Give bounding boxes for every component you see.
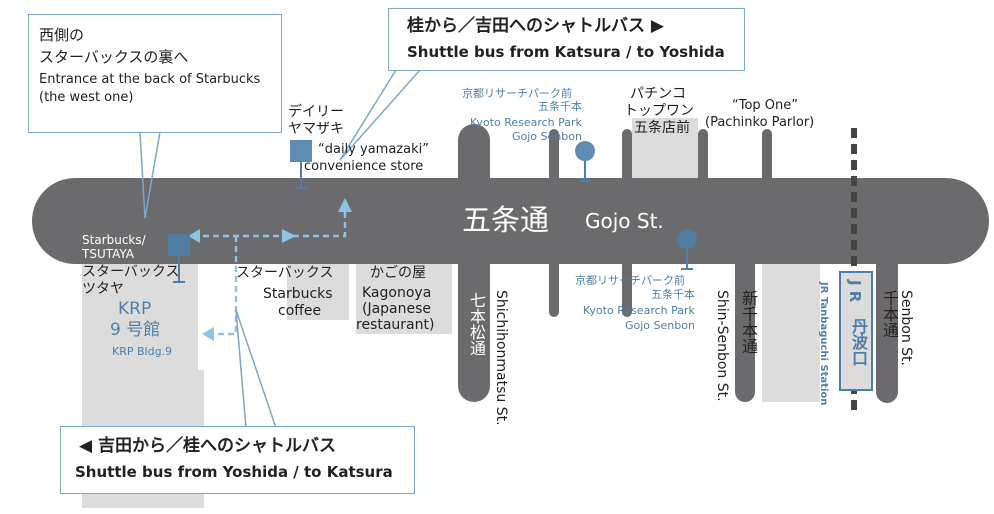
west-entrance-jp-2: スターバックスの裏へ (39, 48, 189, 66)
krp9-line2: 9 号館 (110, 320, 161, 340)
yamazaki-marker (290, 140, 312, 189)
bus-stop-south-1: 京都リサーチパーク前 (575, 274, 685, 287)
bus-stop-south-3: Kyoto Research Park (583, 304, 695, 317)
bus-stop-north-1: 京都リサーチパーク前 (462, 87, 572, 100)
west-entrance-en-2: (the west one) (39, 90, 134, 105)
kagonoya-jp: かごの屋 (370, 265, 426, 281)
shuttle-from-katsura-en: Shuttle bus from Katsura / to Yoshida (407, 43, 725, 61)
senbon-en: Senbon St. (898, 290, 914, 366)
gojo-street (32, 178, 989, 264)
gojo-street-jp-label: 五条通 (462, 203, 550, 237)
yamazaki-jp-1: デイリー (288, 104, 344, 120)
jr-line (839, 128, 873, 412)
starbucks-west-marker (168, 234, 190, 283)
starbucks-west-en-1: Starbucks/ (82, 233, 146, 247)
krp9-line1: KRP (118, 299, 152, 319)
pachinko-en-1: “Top One” (732, 98, 799, 113)
map-markers (168, 140, 697, 283)
kagonoya-en-3: restaurant) (356, 317, 435, 333)
yamazaki-en-1: “daily yamazaki” (318, 142, 429, 157)
building-block (762, 262, 820, 402)
west-entrance-jp-1: 西側の (39, 26, 85, 44)
pachinko-en-2: (Pachinko Parlor) (705, 115, 815, 130)
kagonoya-en-2: (Japanese (362, 301, 432, 317)
callout-west-entrance: 西側の スターバックスの裏へ Entrance at the back of S… (28, 14, 282, 133)
building-block (356, 262, 452, 334)
shichihonmatsu-en: Shichihonmatsu St. (493, 290, 509, 426)
starbucks-west-en-2: TSUTAYA (82, 247, 135, 261)
bus-stop-south-marker (677, 229, 697, 270)
bus-stop-north-2: 五条千本 (538, 100, 582, 113)
arrow-right (282, 229, 296, 243)
bus-stop-north-4: Gojo Senbon (512, 130, 582, 143)
route-arrows (188, 198, 352, 341)
krp9-en: KRP Bldg.9 (112, 345, 173, 358)
kagonoya-en-1: Kagonoya (362, 285, 432, 301)
shin-senbon-en: Shin-Senbon St. (714, 290, 730, 402)
pachinko-jp-1: パチンコ (630, 86, 686, 102)
gojo-street-en-label: Gojo St. (585, 209, 664, 233)
building-block (287, 262, 349, 320)
shin-senbon-jp: 新千本通 (739, 290, 758, 354)
jr-station-jp-1: J R (846, 280, 864, 303)
shuttle-from-yoshida-jp: ◀ 吉田から／桂へのシャトルバス (79, 436, 336, 456)
starbucks-east-jp: スターバックス (236, 265, 334, 281)
starbucks-west-jp-2: ツタヤ (82, 281, 124, 297)
arrow-left (202, 327, 214, 341)
jr-station-jp-2: 丹波口 (849, 318, 868, 366)
bus-stop-south-4: Gojo Senbon (625, 319, 695, 332)
station-box (839, 271, 873, 391)
arrow-up (338, 198, 352, 212)
west-entrance-en-1: Entrance at the back of Starbucks (39, 72, 261, 87)
arrow-left (188, 229, 200, 243)
yamazaki-jp-2: ヤマザキ (288, 121, 344, 137)
pachinko-jp-3: 五条店前 (634, 120, 690, 136)
shuttle-from-katsura-jp: 桂から／吉田へのシャトルバス ▶ (407, 16, 664, 36)
shuttle-from-yoshida-en: Shuttle bus from Yoshida / to Katsura (75, 463, 393, 481)
jr-station-en: JR Tanbaguchi Station (818, 282, 829, 406)
callout-shuttle-from-yoshida: ◀ 吉田から／桂へのシャトルバス Shuttle bus from Yoshid… (60, 426, 415, 494)
bus-stop-north-3: Kyoto Research Park (470, 116, 582, 129)
shuttle-route (200, 212, 347, 336)
senbon-jp: 千本通 (880, 290, 899, 338)
building-block (632, 118, 698, 182)
shichihonmatsu-jp: 七本松通 (467, 292, 486, 356)
starbucks-east-en-1: Starbucks (263, 286, 333, 302)
bus-stop-south-2: 五条千本 (651, 288, 695, 301)
yamazaki-en-2: convenience store (304, 159, 424, 174)
callout-shuttle-from-katsura: 桂から／吉田へのシャトルバス ▶ Shuttle bus from Katsur… (388, 8, 745, 71)
starbucks-west-jp-1: スターバックス (82, 264, 180, 280)
starbucks-east-en-2: coffee (278, 303, 322, 319)
pachinko-jp-2: トップワン (624, 103, 694, 119)
bus-stop-north-marker (575, 141, 595, 182)
